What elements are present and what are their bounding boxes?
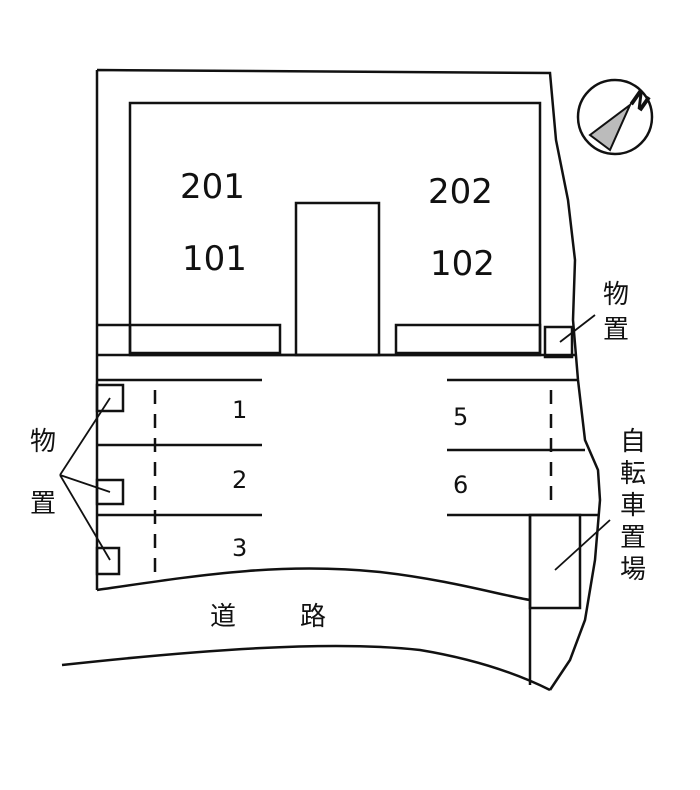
bike-parking-label: 自 [620,427,646,457]
balcony-right [394,323,542,355]
storage-label-right: 物 [603,280,629,310]
parking-5: 5 [453,403,468,431]
parking-3: 3 [232,534,247,562]
svg-text:置: 置 [620,523,646,553]
parking-6: 6 [453,471,468,499]
unit-202: 202 [428,172,493,212]
balcony-left [128,323,282,355]
svg-text:置: 置 [603,315,629,345]
parking-2: 2 [232,466,247,494]
svg-text:場: 場 [620,555,646,585]
parking-lines [97,378,598,575]
svg-text:転: 転 [620,459,646,489]
parking-1: 1 [232,396,247,424]
unit-201: 201 [180,167,245,207]
road-top-edge [96,567,531,602]
storage-right [543,325,574,359]
unit-101: 101 [182,239,247,279]
svg-text:置: 置 [30,489,56,519]
storage-label-left: 物 [30,427,56,457]
road-label: 道 [210,602,236,632]
road-bottom-edge [61,644,551,692]
storage-left [59,383,125,576]
unit-102: 102 [430,244,495,284]
svg-text:車: 車 [620,491,646,521]
svg-text:路: 路 [300,602,326,632]
